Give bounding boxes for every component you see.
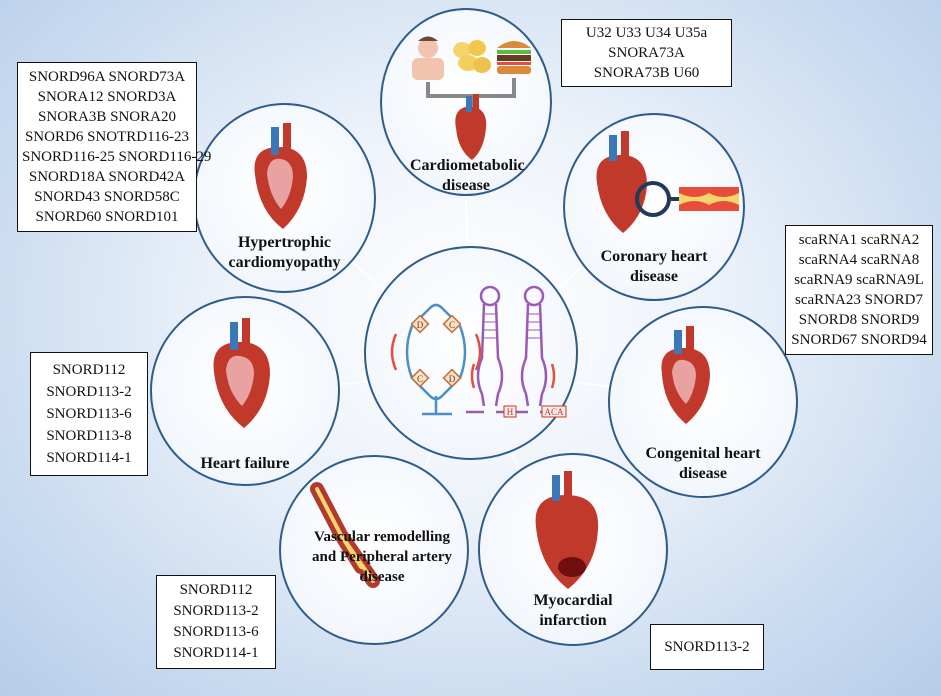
congenital-circle: Congenital heart disease	[608, 306, 798, 498]
heart-failure-label: Heart failure	[200, 455, 290, 472]
cardiometabolic-label: Cardiometabolic disease	[410, 157, 525, 194]
box-line: SNORD113-6	[46, 406, 132, 422]
box-line: SNORD113-2	[173, 603, 259, 619]
artery-bifurcation-icon	[310, 482, 380, 588]
box-line: SNORA12 SNORD3A	[37, 89, 177, 105]
heart-failure-snorna-box: SNORD112 SNORD113-2 SNORD113-6 SNORD113-…	[30, 352, 148, 476]
center-circle: D C C D	[364, 246, 578, 460]
box-line: SNORD18A SNORD42A	[28, 169, 186, 185]
heart-failure-icon	[213, 318, 270, 428]
box-line: scaRNA1 scaRNA2	[798, 232, 920, 248]
hypertrophic-label: Hypertrophic cardiomyopathy	[228, 234, 341, 271]
box-line: SNORA3B SNORA20	[38, 109, 176, 125]
cardiometabolic-snorna-box: U32 U33 U34 U35a SNORA73A SNORA73B U60	[561, 19, 732, 87]
cardiometabolic-circle: Cardiometabolic disease	[380, 8, 552, 196]
congenital-heart-icon	[661, 326, 710, 424]
coronary-congenital-snorna-box: scaRNA1 scaRNA2 scaRNA4 scaRNA8 scaRNA9 …	[785, 225, 933, 355]
congenital-label: Congenital heart disease	[645, 445, 761, 482]
vascular-label: Vascular remodelling and Peripheral arte…	[312, 529, 452, 585]
box-line: SNORD113-6	[173, 624, 259, 640]
coronary-illustration	[596, 131, 739, 233]
box-line: SNORD114-1	[173, 645, 259, 661]
box-line: SNORD43 SNORD58C	[34, 189, 180, 205]
box-line: scaRNA9 scaRNA9L	[794, 272, 924, 288]
box-c-label-2: C	[417, 374, 423, 384]
box-c-label-1: C	[449, 320, 455, 330]
box-line: SNORD8 SNORD9	[798, 312, 920, 328]
box-line: SNORD67 SNORD94	[791, 332, 927, 348]
box-line: SNORA73A	[608, 45, 685, 61]
heart-failure-circle: Heart failure	[150, 296, 340, 486]
box-line: SNORD112	[179, 582, 253, 598]
hypertrophic-snorna-box: SNORD96A SNORD73A SNORA12 SNORD3A SNORA3…	[17, 62, 212, 232]
box-line: SNORD113-2	[664, 639, 750, 655]
myocardial-heart-icon	[535, 471, 599, 589]
coronary-circle: Coronary heart disease	[563, 113, 745, 301]
box-d-label-2: D	[449, 374, 456, 384]
vascular-circle: Vascular remodelling and Peripheral arte…	[279, 455, 469, 645]
vascular-snorna-box: SNORD112 SNORD113-2 SNORD113-6 SNORD114-…	[156, 575, 276, 669]
hypertrophic-circle: Hypertrophic cardiomyopathy	[193, 103, 376, 293]
box-h-label: H	[507, 407, 514, 417]
box-line: SNORD113-2	[46, 384, 132, 400]
box-line: SNORD114-1	[46, 450, 132, 466]
myocardial-label: Myocardial infarction	[533, 592, 613, 629]
snorna-structure-illustration: D C C D	[390, 285, 567, 418]
myocardial-snorna-box: SNORD113-2	[650, 624, 764, 670]
cardiometabolic-illustration	[412, 36, 531, 160]
coronary-label: Coronary heart disease	[600, 248, 708, 285]
box-aca-label: ACA	[544, 407, 564, 417]
box-line: SNORD116-25 SNORD116-29	[22, 149, 212, 165]
hypertrophic-heart-icon	[254, 123, 307, 229]
box-line: SNORD112	[52, 362, 126, 378]
box-line: SNORD113-8	[46, 428, 132, 444]
box-line: SNORD6 SNOTRD116-23	[24, 129, 190, 145]
box-line: SNORD60 SNORD101	[35, 209, 179, 225]
box-line: SNORA73B U60	[593, 65, 700, 81]
box-line: scaRNA23 SNORD7	[795, 292, 923, 308]
box-line: U32 U33 U34 U35a	[585, 25, 708, 41]
box-d-label-1: D	[417, 320, 424, 330]
myocardial-circle: Myocardial infarction	[478, 453, 668, 646]
box-line: scaRNA4 scaRNA8	[798, 252, 920, 268]
box-line: SNORD96A SNORD73A	[28, 69, 186, 85]
